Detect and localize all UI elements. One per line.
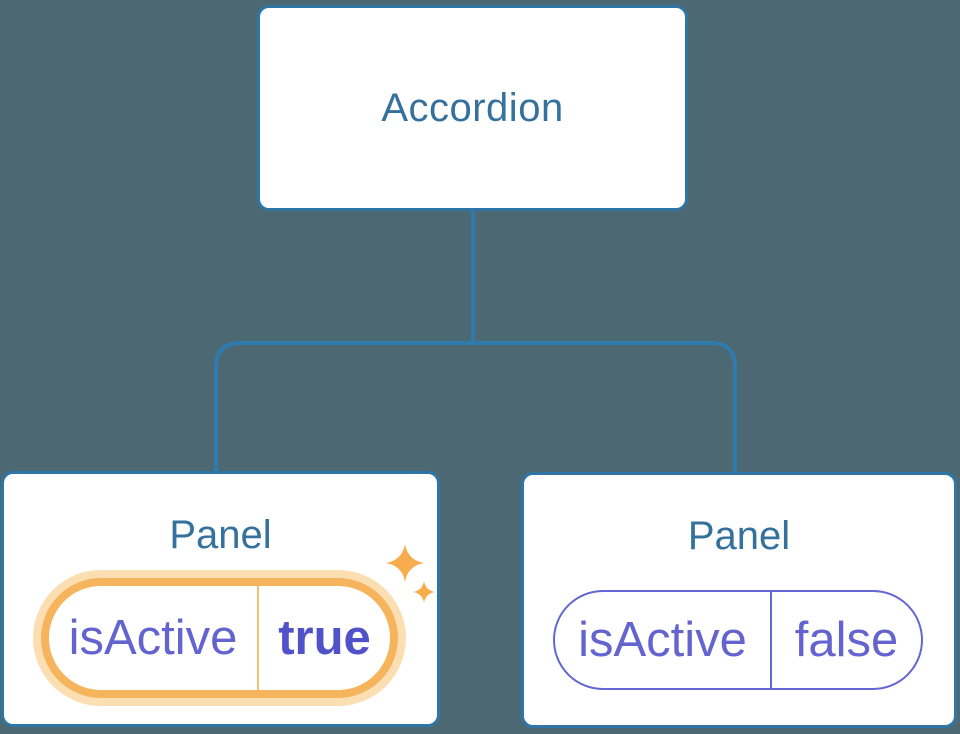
state-value-label-active: true [278,611,371,665]
pill-divider-active [257,586,259,690]
state-name-cell-inactive: isActive [555,592,770,688]
state-name-label-active: isActive [68,611,238,665]
state-pill-inactive: isActive false [553,590,923,690]
state-pill-active: isActive true [41,578,398,698]
pill-divider-inactive [770,592,772,688]
sparkle-large [386,544,424,582]
accordion-label: Accordion [381,85,564,130]
sparkle-small [413,581,435,603]
sparkle-icon [386,544,435,603]
state-value-cell-inactive: false [772,592,921,688]
state-name-label-inactive: isActive [578,613,747,667]
state-value-label-inactive: false [794,613,899,667]
panel-active-title: Panel [169,513,272,557]
state-value-cell-active: true [259,586,390,690]
state-name-cell-active: isActive [49,586,257,690]
accordion-node: Accordion [257,5,688,211]
connector-path [214,209,737,474]
panel-inactive-title: Panel [687,514,791,558]
